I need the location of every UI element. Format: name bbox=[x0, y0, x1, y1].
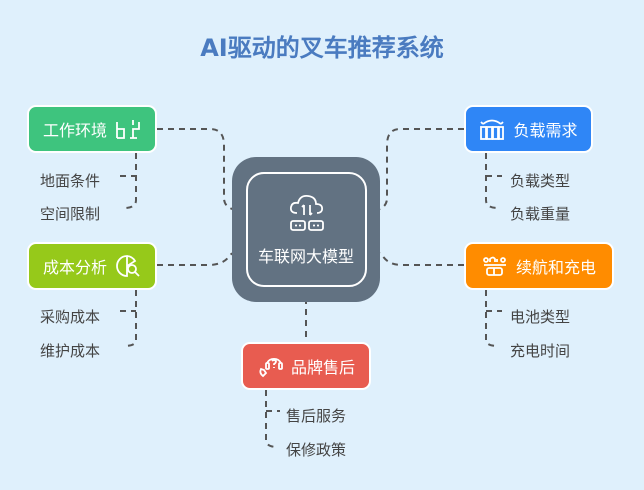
connector-load bbox=[366, 128, 464, 212]
load-icon bbox=[480, 119, 505, 140]
cost-children bbox=[120, 290, 137, 347]
load-children bbox=[485, 153, 502, 209]
node-range-charging[interactable]: 续航和充电 bbox=[464, 242, 614, 290]
child-maintenance-cost: 维护成本 bbox=[40, 342, 101, 360]
brand-children bbox=[265, 390, 280, 448]
center-node[interactable]: 车联网大模型 bbox=[232, 157, 380, 302]
node-label: 成本分析 bbox=[42, 258, 107, 277]
node-label: 品牌售后 bbox=[290, 358, 355, 377]
child-space: 空间限制 bbox=[40, 205, 101, 223]
node-label: 负载需求 bbox=[513, 121, 578, 140]
diagram-title: AI驱动的叉车推荐系统 bbox=[200, 34, 444, 62]
child-battery-type: 电池类型 bbox=[510, 308, 571, 326]
center-inner-frame bbox=[246, 172, 367, 287]
work-children bbox=[120, 153, 137, 209]
support-icon bbox=[259, 357, 283, 378]
connector-range bbox=[366, 249, 464, 266]
node-label: 续航和充电 bbox=[515, 258, 596, 277]
center-label: 车联网大模型 bbox=[257, 247, 354, 266]
node-brand-service[interactable]: 品牌售后 bbox=[241, 342, 371, 390]
child-warranty: 保修政策 bbox=[286, 441, 347, 459]
node-load-demand[interactable]: 负载需求 bbox=[464, 105, 593, 153]
node-label: 工作环境 bbox=[42, 121, 107, 140]
child-load-type: 负载类型 bbox=[510, 172, 571, 190]
cloud-server-icon bbox=[289, 194, 324, 231]
workspace-icon bbox=[116, 120, 140, 139]
node-work-environment[interactable]: 工作环境 bbox=[27, 105, 157, 153]
range-children bbox=[485, 290, 502, 347]
battery-icon bbox=[483, 256, 506, 276]
child-ground: 地面条件 bbox=[40, 172, 101, 190]
child-load-weight: 负载重量 bbox=[510, 205, 571, 223]
child-charging-time: 充电时间 bbox=[510, 342, 571, 360]
child-purchase-cost: 采购成本 bbox=[40, 308, 101, 326]
chart-search-icon bbox=[116, 255, 140, 277]
connector-cost bbox=[157, 249, 247, 266]
child-after-sales: 售后服务 bbox=[286, 407, 347, 425]
node-cost-analysis[interactable]: 成本分析 bbox=[27, 242, 157, 290]
